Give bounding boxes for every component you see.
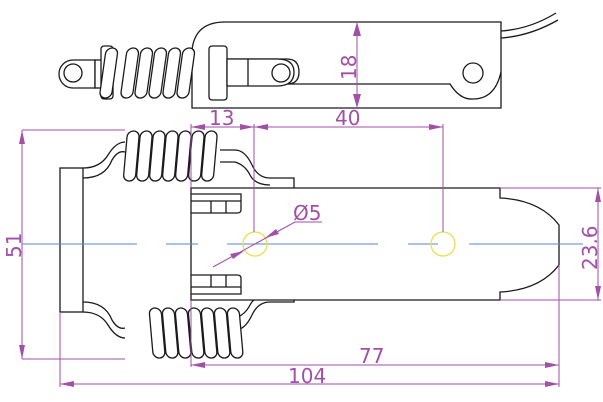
coil: [226, 307, 244, 359]
coil: [187, 307, 205, 359]
dim-dia5-label: Ø5: [293, 201, 321, 225]
coil: [200, 307, 218, 359]
top-spring: [99, 47, 196, 99]
spring-cap-right: [208, 45, 228, 101]
coil: [161, 307, 179, 359]
arrowhead: [191, 362, 205, 368]
coil: [148, 47, 168, 99]
left-bracket: [59, 167, 84, 313]
top-pivot-hole: [462, 62, 484, 84]
dim-23-6-label: 23.6: [578, 225, 602, 270]
upper-hinge: [191, 193, 242, 214]
coil: [188, 130, 205, 182]
dimensions: 13 40 51 Ø5 23.6 77 104: [2, 106, 602, 388]
arrowhead: [254, 124, 268, 130]
lower-hinge: [191, 274, 242, 295]
upper-arm: [82, 141, 126, 179]
coil: [120, 47, 140, 99]
coil: [201, 130, 218, 182]
coil: [148, 307, 166, 359]
arrowhead: [353, 94, 361, 108]
lower-arm: [82, 301, 126, 339]
rod-eye-hole: [271, 63, 291, 83]
dim-51-label: 51: [2, 233, 26, 258]
coil: [162, 130, 179, 182]
top-view: 18: [58, 12, 559, 109]
arrowhead: [545, 362, 559, 368]
dim-104-label: 104: [288, 364, 326, 388]
upper-spring: [123, 130, 218, 182]
coil: [176, 47, 196, 99]
lower-spring: [148, 307, 244, 359]
arrowhead: [191, 124, 205, 130]
coil: [175, 130, 192, 182]
arrowhead: [545, 381, 559, 387]
arrowhead: [353, 22, 361, 36]
dim-13-label: 13: [209, 106, 234, 130]
top-inner-slot: [226, 58, 502, 100]
coil: [162, 47, 182, 99]
arrowhead: [230, 251, 244, 259]
hole-left: [242, 231, 268, 257]
coil: [123, 130, 140, 182]
coil: [136, 130, 153, 182]
arrowhead: [19, 130, 25, 144]
dim-40-label: 40: [335, 106, 360, 130]
coil: [213, 307, 231, 359]
dia5-leader: [212, 221, 296, 268]
arrowhead: [595, 286, 601, 300]
coil: [149, 130, 166, 182]
dim-77-label: 77: [359, 344, 384, 368]
top-body-outline: [191, 21, 502, 109]
wire: [500, 12, 559, 39]
coil: [134, 47, 154, 99]
arrowhead: [595, 188, 601, 202]
arrowhead: [429, 124, 443, 130]
coil: [174, 307, 192, 359]
arrowhead: [60, 381, 74, 387]
upper-link: [220, 149, 295, 188]
front-view: [22, 130, 583, 359]
arrowhead: [265, 229, 279, 238]
dim-18-label: 18: [337, 55, 361, 80]
arrowhead: [240, 124, 254, 130]
coil: [99, 47, 119, 99]
left-eye-hole: [63, 63, 83, 83]
arrowhead: [19, 345, 25, 359]
